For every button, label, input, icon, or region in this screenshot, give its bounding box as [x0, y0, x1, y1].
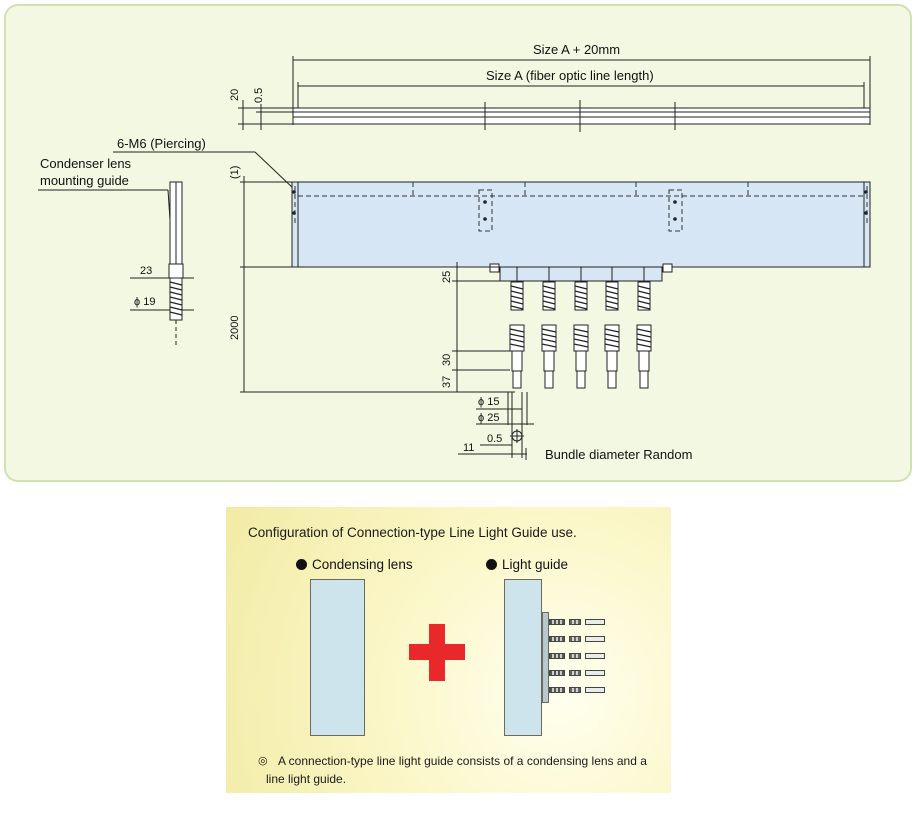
condensing-lens-label: Condensing lens	[312, 557, 413, 572]
note-text: A connection-type line light guide consi…	[266, 754, 647, 786]
bullet-icon	[296, 559, 307, 570]
dim-1: (1)	[229, 166, 241, 179]
fiber-connector	[549, 636, 609, 642]
double-circle-icon: ◎	[258, 755, 268, 767]
fiber-connector	[549, 619, 609, 625]
plus-icon	[409, 624, 465, 681]
dim-phi25: ϕ 25	[478, 412, 499, 424]
bundle-label: Bundle diameter Random	[545, 447, 692, 462]
config-note: ◎ A connection-type line light guide con…	[258, 752, 656, 788]
dim-phi19: ϕ 19	[134, 296, 155, 308]
configuration-photo: Configuration of Connection-type Line Li…	[226, 507, 671, 793]
dim-20: 20	[229, 89, 241, 101]
dim-phi15: ϕ 15	[478, 396, 499, 408]
condensing-lens-image	[310, 579, 365, 736]
light-guide-image	[504, 579, 542, 736]
bullet-icon	[486, 559, 497, 570]
dim-30: 30	[441, 354, 453, 366]
dim-37: 37	[441, 376, 453, 388]
dim-25: 25	[441, 271, 453, 283]
dim-2000: 2000	[229, 316, 241, 340]
dim-23: 23	[140, 265, 152, 277]
fiber-connector	[549, 653, 609, 659]
dim-11: 11	[463, 442, 474, 454]
size-a-plus-label: Size A + 20mm	[533, 42, 620, 57]
condenser-label-2: mounting guide	[40, 173, 129, 188]
dim-05-bottom: 0.5	[487, 433, 502, 445]
connector-bar	[542, 612, 549, 703]
piercing-label: 6-M6 (Piercing)	[117, 136, 206, 151]
technical-drawing: Size A + 20mm Size A (fiber optic line l…	[38, 42, 871, 462]
size-a-label: Size A (fiber optic line length)	[486, 68, 654, 83]
config-title: Configuration of Connection-type Line Li…	[248, 525, 577, 540]
fiber-connector	[549, 687, 609, 693]
condenser-label-1: Condenser lens	[40, 156, 132, 171]
fiber-connector	[549, 670, 609, 676]
condensing-lens-heading: Condensing lens	[296, 557, 413, 572]
light-guide-heading: Light guide	[486, 557, 568, 572]
dim-05-top: 0.5	[253, 88, 265, 103]
light-guide-label: Light guide	[502, 557, 569, 572]
